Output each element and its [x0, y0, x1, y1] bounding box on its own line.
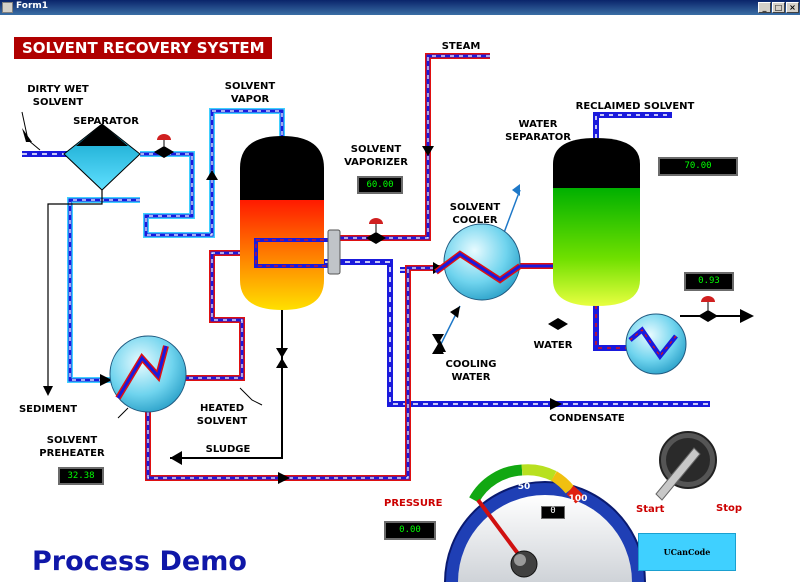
pipe-reclaimed-out: [593, 112, 672, 138]
ucancode-button[interactable]: UCanCode: [638, 533, 736, 571]
pipe-sediment: [47, 190, 103, 392]
pipe-heated-solvent: [180, 250, 256, 381]
small-cooler: [625, 313, 687, 375]
label-steam: STEAM: [441, 41, 481, 52]
label-reclaimed-solvent: RECLAIMED SOLVENT: [575, 101, 695, 112]
label-cooling-water: COOLING WATER: [445, 359, 497, 383]
pressure-gauge: [444, 464, 646, 582]
pipe-water-out: [593, 305, 640, 351]
label-separator: SEPARATOR: [73, 116, 139, 127]
label-water: WATER: [533, 340, 573, 351]
solvent-cooler: [434, 223, 522, 301]
pipe-separator-to-vaporizer: [140, 108, 285, 238]
water-separator-tank: [553, 138, 640, 306]
pipe-preheater-loop: [145, 265, 442, 481]
readout-reclaimed: 70.00: [658, 157, 738, 176]
app-icon: [2, 2, 13, 13]
start-stop-switch[interactable]: [655, 431, 717, 501]
readout-pressure: 0.00: [384, 521, 436, 540]
valve-separator-outlet[interactable]: [154, 134, 174, 158]
label-heated-solvent: HEATED SOLVENT: [196, 403, 248, 427]
label-solvent-vaporizer: SOLVENT VAPORIZER: [344, 144, 408, 168]
label-water-separator: WATER SEPARATOR: [505, 119, 571, 143]
gauge-digital-readout: 0: [541, 506, 565, 519]
valve-steam[interactable]: [366, 218, 386, 244]
window-title: Form1: [16, 1, 49, 11]
leader-lines: [21, 111, 263, 419]
label-start: Start: [636, 504, 665, 515]
minimize-button[interactable]: _: [758, 2, 771, 13]
solvent-vaporizer-tank: [240, 136, 341, 310]
label-solvent-cooler: SOLVENT COOLER: [449, 202, 501, 226]
readout-cooler-out: 0.93: [684, 272, 734, 291]
valve-cooler-outlet[interactable]: [698, 296, 718, 322]
valve-cooling-water[interactable]: [432, 334, 444, 354]
readout-vaporizer: 60.00: [357, 176, 403, 194]
banner-title: SOLVENT RECOVERY SYSTEM: [14, 37, 272, 59]
label-sediment: SEDIMENT: [18, 404, 78, 415]
close-button[interactable]: ×: [786, 2, 799, 13]
label-sludge: SLUDGE: [205, 444, 251, 455]
label-dirty-wet-solvent: DIRTY WET SOLVENT: [27, 84, 89, 108]
gauge-label-mid: 50: [517, 482, 531, 492]
footer-title: Process Demo: [32, 546, 247, 577]
label-stop: Stop: [716, 503, 743, 514]
separator: [63, 123, 141, 191]
label-solvent-vapor: SOLVENT VAPOR: [224, 81, 276, 105]
label-condensate: CONDENSATE: [549, 413, 625, 424]
valve-sludge[interactable]: [276, 348, 288, 368]
gauge-label-min: 0: [468, 482, 476, 492]
gauge-label-max: 100: [568, 494, 588, 504]
solvent-preheater: [109, 335, 187, 413]
label-pressure: PRESSURE: [384, 498, 443, 509]
readout-preheater: 32.38: [58, 467, 104, 485]
pipe-to-preheater: [67, 197, 140, 383]
window-titlebar[interactable]: Form1 _ □ ×: [0, 0, 800, 15]
valve-water[interactable]: [548, 318, 568, 330]
label-solvent-preheater: SOLVENT PREHEATER: [39, 435, 105, 459]
maximize-button[interactable]: □: [772, 2, 785, 13]
